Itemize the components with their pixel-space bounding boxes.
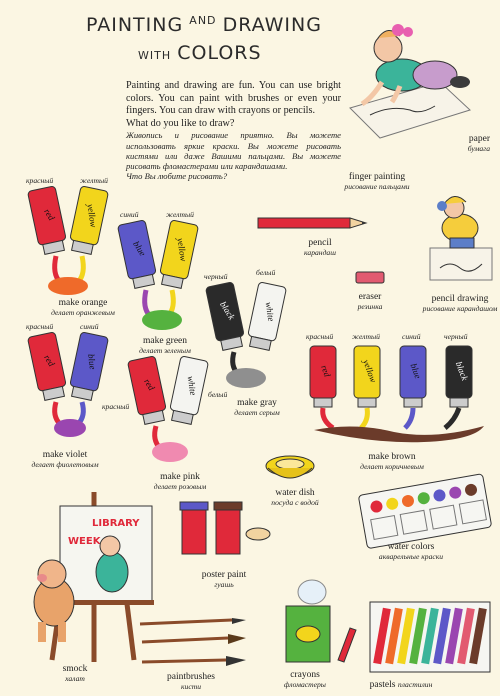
pastels-box-illustration xyxy=(369,601,491,673)
ru-red-1: красный xyxy=(26,176,54,185)
intro-text: Painting and drawing are fun. You can us… xyxy=(126,80,341,181)
easel-sign-line2: WEEK xyxy=(68,536,102,547)
water-colors-box-illustration xyxy=(358,473,492,549)
label-water-colors: water colors акварельные краски xyxy=(378,542,444,561)
label-make-violet: make violet делает фиолетовым xyxy=(31,450,99,469)
child-pencil-drawing-illustration xyxy=(429,196,493,281)
ru-black-1: черный xyxy=(204,272,228,281)
ru-blue-3: синий xyxy=(402,332,421,341)
tubes-make-violet: red blue xyxy=(27,332,109,437)
label-make-gray: make gray делает серым xyxy=(234,398,280,417)
label-pastels: pastels пластилин xyxy=(369,680,433,690)
ru-red-2: красный xyxy=(26,322,54,331)
ru-white-1: белый xyxy=(256,268,276,277)
label-paper: paper бумага xyxy=(467,134,490,153)
label-make-orange: make orange делает оранжевым xyxy=(51,298,115,317)
ru-blue-1: синий xyxy=(120,210,139,219)
label-make-brown: make brown делает коричневым xyxy=(360,452,424,471)
tube-word-yellow: yellow xyxy=(85,202,98,228)
intro-ru: Живопись и рисование приятно. Вы можете … xyxy=(126,130,341,171)
ru-red-4: красный xyxy=(306,332,334,341)
title-and: AND xyxy=(189,14,217,27)
tube-word-white: white xyxy=(186,375,199,396)
label-make-pink: make pink делает розовым xyxy=(153,472,207,491)
ru-yellow-2: желтый xyxy=(166,210,194,219)
tube-word-blue: blue xyxy=(408,362,423,380)
crayons-illustration xyxy=(285,579,357,663)
title-colors: COLORS xyxy=(177,42,262,64)
intro-en: Painting and drawing are fun. You can us… xyxy=(126,80,341,117)
tubes-make-green: blue yellow xyxy=(117,220,199,330)
label-finger-painting: finger painting рисование пальцами xyxy=(344,172,410,191)
title-drawing: DRAWING xyxy=(222,14,322,36)
label-water-dish: water dish посуда с водой xyxy=(271,488,319,507)
ru-blue-2: синий xyxy=(80,322,99,331)
ru-yellow-3: желтый xyxy=(352,332,380,341)
tubes-make-pink: red white xyxy=(127,356,209,462)
intro-ru-question: Что Вы любите рисовать? xyxy=(126,171,228,182)
label-paintbrushes: paintbrushes кисти xyxy=(166,672,216,691)
ru-white-2: белый xyxy=(208,390,228,399)
ru-red-3: красный xyxy=(102,402,130,411)
label-make-green: make green делает зеленым xyxy=(139,336,191,355)
pencil-illustration xyxy=(257,217,368,229)
easel-sign-line1: LIBRARY xyxy=(92,518,140,529)
label-pencil: pencil карандаш xyxy=(304,238,336,257)
tubes-make-orange: red yellow xyxy=(27,186,109,295)
intro-en-question: What do you like to draw? xyxy=(126,117,235,129)
tube-word-blue: blue xyxy=(86,353,98,370)
poster-paint-illustration xyxy=(179,501,271,555)
label-smock: smock халат xyxy=(62,664,88,683)
tube-word-yellow: yellow xyxy=(175,236,188,262)
label-crayons: crayons фломастеры xyxy=(284,670,326,689)
ru-yellow-1: желтый xyxy=(80,176,108,185)
tube-word-red: red xyxy=(319,364,333,379)
label-poster-paint: poster paint гуашь xyxy=(201,570,247,589)
tubes-make-gray: black white xyxy=(205,282,287,388)
eraser-illustration xyxy=(355,271,385,284)
pig-at-easel-illustration: LIBRARY WEEK xyxy=(33,492,154,662)
ru-black-2: черный xyxy=(444,332,468,341)
label-eraser: eraser резинка xyxy=(357,292,383,311)
tubes-make-brown: red yellow blue black xyxy=(309,345,484,443)
title-with: WITH xyxy=(138,49,172,62)
water-dish-illustration xyxy=(265,455,315,479)
paintbrushes-illustration xyxy=(139,618,246,666)
tube-word-white: white xyxy=(264,301,277,322)
label-pencil-drawing: pencil drawing рисование карандашом xyxy=(422,294,498,313)
title-painting: PAINTING xyxy=(86,14,184,36)
girl-finger-painting-illustration xyxy=(349,24,471,139)
